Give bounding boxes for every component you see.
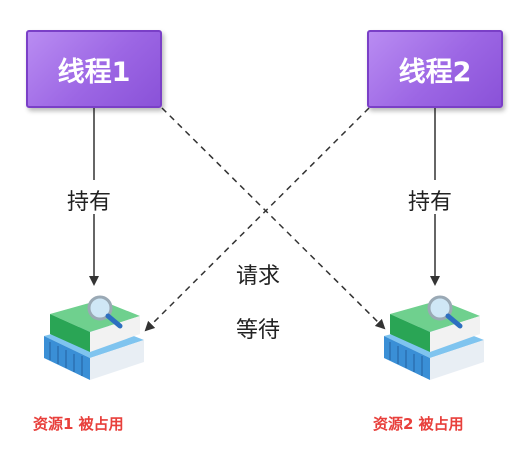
thread-1-label: 线程1: [57, 56, 131, 88]
hold-label-2: 持有: [408, 190, 453, 215]
request-arrow-thread2-to-resource1: [144, 107, 370, 332]
hold-label-1: 持有: [67, 190, 112, 215]
resource-1-label: 资源1 被占用: [33, 415, 124, 433]
wait-label: 等待: [236, 318, 281, 343]
book-stack-icon: [44, 295, 144, 380]
resource-2-label: 资源2 被占用: [373, 415, 464, 433]
thread-2-box: 线程2: [367, 30, 503, 108]
thread-2-label: 线程2: [398, 56, 472, 88]
request-label: 请求: [236, 264, 281, 289]
book-stack-icon: [384, 295, 484, 380]
request-arrow-thread1-to-resource2: [161, 107, 386, 330]
thread-1-box: 线程1: [26, 30, 162, 108]
